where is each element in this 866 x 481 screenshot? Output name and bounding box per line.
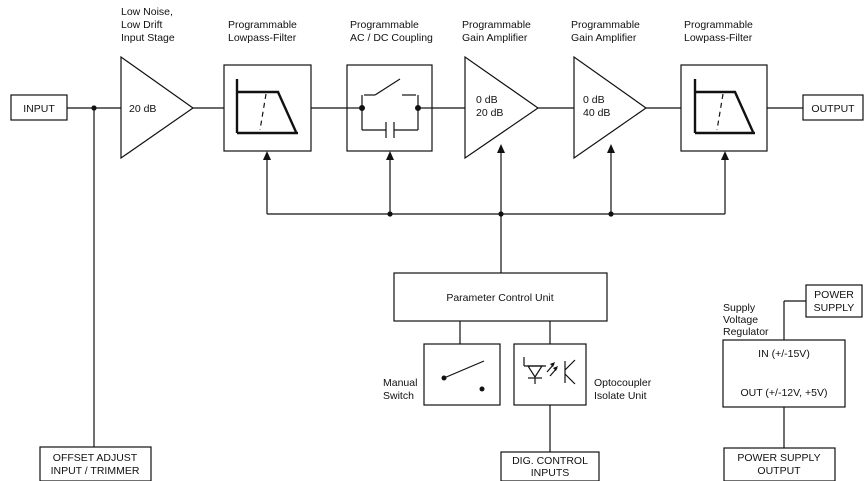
offset-adjust-block: OFFSET ADJUST INPUT / TRIMMER — [39, 446, 152, 481]
control-bus — [263, 144, 729, 273]
voltage-regulator-block: IN (+/-15V) OUT (+/-12V, +5V) — [722, 339, 846, 448]
switch-icon — [441, 360, 485, 392]
optocoupler-label-line1: Optocoupler — [594, 377, 652, 389]
ac-dc-coupling-block — [346, 64, 433, 152]
arrow-up-icon — [497, 144, 505, 153]
caption-input-stage-line3: Input Stage — [121, 32, 175, 44]
regulator-out-label: OUT (+/-12V, +5V) — [741, 387, 828, 399]
caption-gain-2-line2: Gain Amplifier — [571, 32, 637, 44]
caption-coupling-line2: AC / DC Coupling — [350, 32, 433, 44]
output-block: OUTPUT — [802, 94, 864, 121]
optocoupler-block: Optocoupler Isolate Unit — [513, 343, 652, 452]
lowpass-response-icon — [693, 79, 755, 135]
caption-lowpass-2: Programmable Lowpass-Filter — [684, 19, 753, 44]
dig-control-inputs-block: DIG. CONTROL INPUTS — [500, 451, 600, 481]
arrow-up-icon — [721, 151, 729, 160]
caption-lowpass-1: Programmable Lowpass-Filter — [228, 19, 297, 44]
input-stage-amplifier: 20 dB — [120, 55, 195, 160]
junction-dot — [608, 211, 614, 217]
caption-gain-1-line2: Gain Amplifier — [462, 32, 528, 44]
control-unit-label: Parameter Control Unit — [446, 292, 553, 304]
caption-lowpass-2-line2: Lowpass-Filter — [684, 32, 753, 44]
arrow-up-icon — [607, 144, 615, 153]
input-block: INPUT — [10, 94, 68, 121]
caption-lowpass-1-line1: Programmable — [228, 19, 297, 31]
caption-gain-2: Programmable Gain Amplifier — [571, 19, 640, 44]
input-amp-gain: 20 dB — [129, 103, 156, 115]
caption-gain-1-line1: Programmable — [462, 19, 531, 31]
dig-control-label-line1: DIG. CONTROL — [512, 455, 588, 467]
offset-label-line2: INPUT / TRIMMER — [51, 465, 140, 477]
regulator-caption: Supply Voltage Regulator — [723, 302, 769, 338]
gain-1-setting-1: 0 dB — [476, 94, 498, 106]
power-supply-label-line1: POWER — [814, 289, 854, 301]
caption-coupling: Programmable AC / DC Coupling — [350, 19, 433, 44]
gain-1-setting-2: 20 dB — [476, 107, 503, 119]
coupling-switch-capacitor-icon — [347, 78, 432, 138]
caption-input-stage-line2: Low Drift — [121, 19, 163, 31]
dig-control-label-line2: INPUTS — [531, 467, 570, 479]
caption-lowpass-2-line1: Programmable — [684, 19, 753, 31]
signal-path-wires — [67, 105, 803, 447]
power-output-label-line2: OUTPUT — [757, 465, 801, 477]
caption-gain-1: Programmable Gain Amplifier — [462, 19, 531, 44]
power-supply-block: POWER SUPPLY — [783, 284, 863, 340]
junction-dot — [91, 105, 97, 111]
caption-input-stage: Low Noise, Low Drift Input Stage — [121, 6, 175, 44]
manual-switch-label-line2: Switch — [383, 390, 414, 402]
input-label: INPUT — [23, 103, 55, 115]
caption-lowpass-1-line2: Lowpass-Filter — [228, 32, 297, 44]
gain-amplifier-1: 0 dB 20 dB — [464, 55, 540, 160]
regulator-in-label: IN (+/-15V) — [758, 348, 810, 360]
regulator-caption-line1: Supply — [723, 302, 756, 314]
junction-dot — [387, 211, 393, 217]
power-supply-output-block: POWER SUPPLY OUTPUT — [723, 447, 836, 481]
caption-input-stage-line1: Low Noise, — [121, 6, 173, 18]
gain-amplifier-2: 0 dB 40 dB — [573, 55, 648, 160]
lowpass-filter-1 — [223, 64, 312, 152]
lowpass-response-icon — [235, 79, 298, 135]
parameter-control-unit: Parameter Control Unit — [393, 272, 608, 344]
lowpass-filter-2 — [680, 64, 768, 152]
power-supply-label-line2: SUPPLY — [814, 302, 855, 314]
offset-label-line1: OFFSET ADJUST — [53, 452, 138, 464]
gain-2-setting-2: 40 dB — [583, 107, 610, 119]
power-output-label-line1: POWER SUPPLY — [737, 452, 820, 464]
gain-2-setting-1: 0 dB — [583, 94, 605, 106]
manual-switch-block: Manual Switch — [383, 343, 501, 406]
manual-switch-label-line1: Manual — [383, 377, 417, 389]
output-label: OUTPUT — [811, 103, 855, 115]
regulator-caption-line2: Voltage — [723, 314, 758, 326]
optocoupler-label-line2: Isolate Unit — [594, 390, 647, 402]
arrow-up-icon — [386, 151, 394, 160]
caption-coupling-line1: Programmable — [350, 19, 419, 31]
arrow-up-icon — [263, 151, 271, 160]
regulator-caption-line3: Regulator — [723, 326, 769, 338]
optocoupler-icon — [523, 357, 576, 385]
caption-gain-2-line1: Programmable — [571, 19, 640, 31]
